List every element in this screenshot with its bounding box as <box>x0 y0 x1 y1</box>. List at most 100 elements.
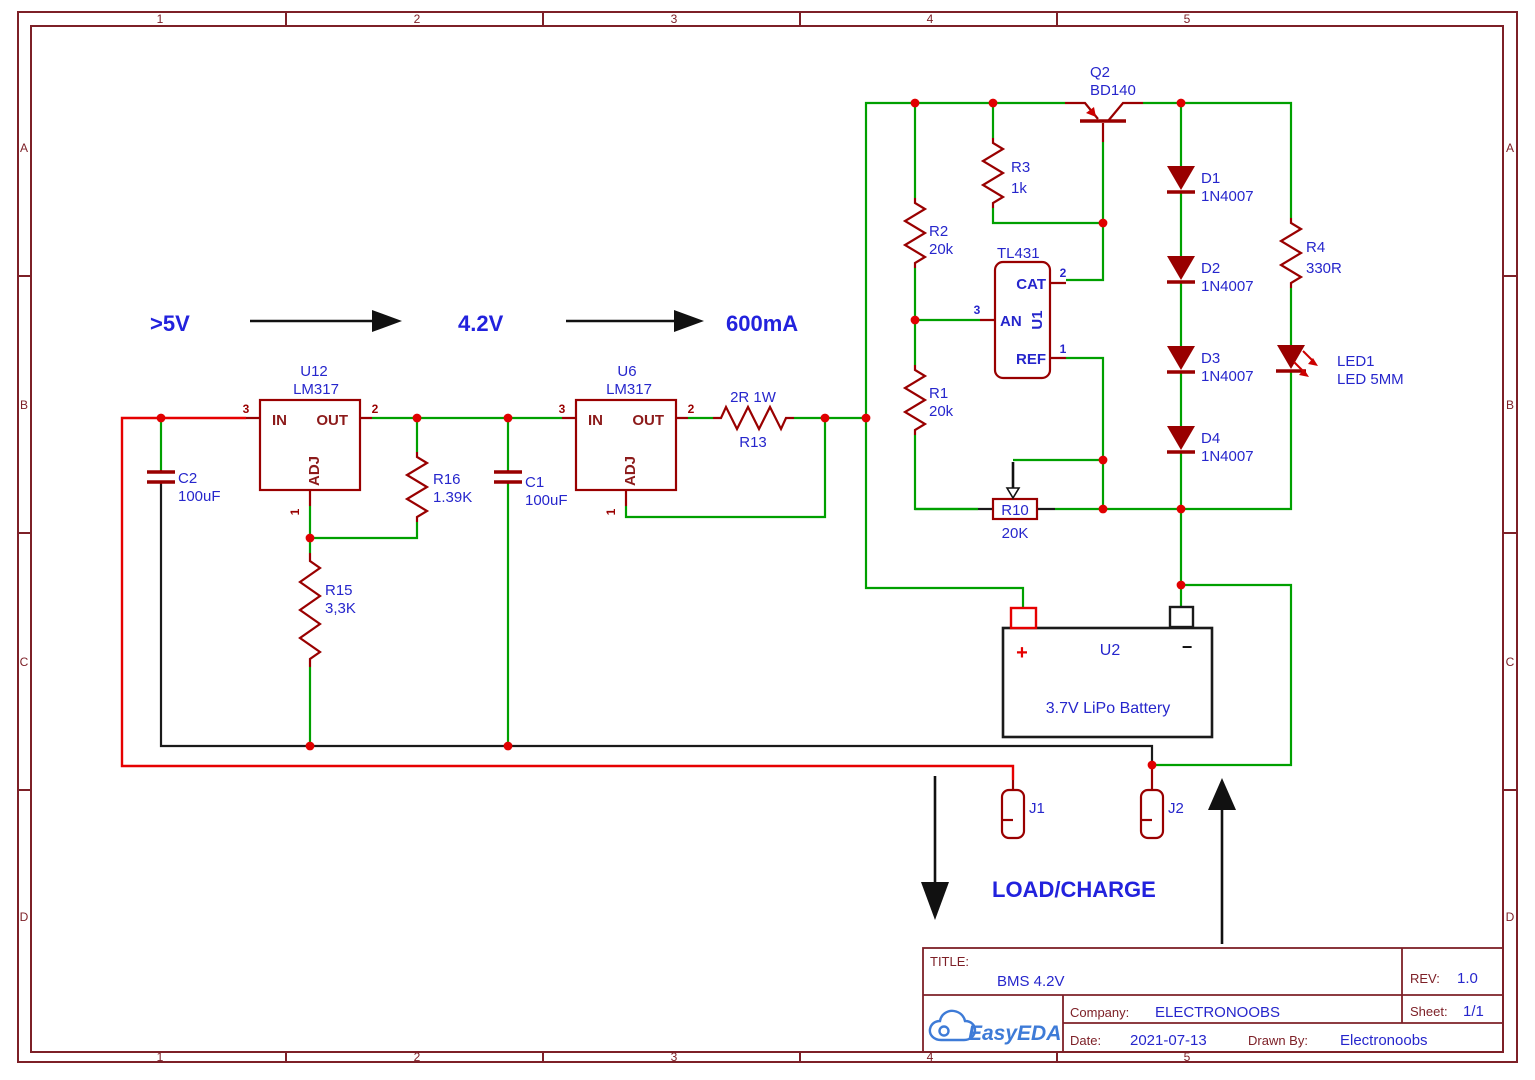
component-c1-capacitor[interactable]: C1 100uF <box>494 470 568 509</box>
q2-value: BD140 <box>1090 82 1136 99</box>
frame-col-label: 1 <box>157 12 164 26</box>
j1-ref: J1 <box>1029 800 1045 817</box>
j2-ref: J2 <box>1168 800 1184 817</box>
q2-ref: Q2 <box>1090 64 1110 81</box>
component-r15-resistor[interactable]: R15 3,3K <box>298 553 356 667</box>
frame-row-label: D <box>1506 910 1515 924</box>
u12-pin3: 3 <box>243 402 250 416</box>
wires <box>120 101 1293 780</box>
component-d4-diode[interactable]: D4 1N4007 <box>1167 426 1254 465</box>
u1-pin2: 2 <box>1060 266 1067 280</box>
junction-dots <box>156 98 1186 770</box>
load-arrow-down <box>921 776 949 920</box>
u2-ref: U2 <box>1100 642 1121 659</box>
title-label: TITLE: <box>930 954 969 969</box>
u1-value: TL431 <box>997 245 1040 262</box>
component-r16-resistor[interactable]: R16 1.39K <box>404 452 472 522</box>
charge-arrow-up <box>1208 778 1236 944</box>
u12-pin-out: OUT <box>316 412 348 429</box>
r4-value: 330R <box>1306 260 1342 277</box>
battery-minus-sign: − <box>1182 637 1193 657</box>
regulated-voltage-label: 4.2V <box>458 311 504 336</box>
easyeda-cloud-icon <box>928 1009 977 1042</box>
company-label: Company: <box>1070 1005 1129 1020</box>
u6-pin-out: OUT <box>632 412 664 429</box>
u6-value: LM317 <box>606 381 652 398</box>
component-j1-connector[interactable]: J1 <box>1000 780 1045 840</box>
component-q2-transistor[interactable]: Q2 BD140 <box>1065 64 1143 142</box>
led1-value: LED 5MM <box>1337 371 1404 388</box>
u12-pin-adj: ADJ <box>306 456 323 486</box>
c1-value: 100uF <box>525 492 568 509</box>
wire-r16 <box>310 418 419 540</box>
d4-ref: D4 <box>1201 430 1220 447</box>
component-j2-connector[interactable]: J2 <box>1139 766 1184 840</box>
current-limit-label: 600mA <box>726 311 798 336</box>
battery-negative-terminal <box>1168 605 1195 629</box>
component-d2-diode[interactable]: D2 1N4007 <box>1167 256 1254 295</box>
r13-ref: R13 <box>739 434 767 451</box>
drawn-by-value: Electronoobs <box>1340 1032 1428 1049</box>
sheet-title: BMS 4.2V <box>997 973 1065 990</box>
component-r4-resistor[interactable]: R4 330R <box>1278 218 1342 288</box>
easyeda-cloud-swirl <box>938 1025 950 1037</box>
sheet-label: Sheet: <box>1410 1004 1448 1019</box>
component-led1[interactable]: LED1 LED 5MM <box>1276 345 1404 388</box>
u2-value: 3.7V LiPo Battery <box>1046 700 1171 717</box>
r2-value: 20k <box>929 241 954 258</box>
component-u12-lm317[interactable]: U12 LM317 IN OUT ADJ 3 2 1 <box>243 363 379 515</box>
d2-value: 1N4007 <box>1201 278 1254 295</box>
component-r1-resistor[interactable]: R1 20k <box>902 365 954 435</box>
u12-ref: U12 <box>300 363 328 380</box>
rev-value: 1.0 <box>1457 970 1478 987</box>
r15-value: 3,3K <box>325 600 356 617</box>
wire-q2-base <box>1066 142 1105 282</box>
component-c2-capacitor[interactable]: C2 100uF <box>147 470 221 505</box>
r3-ref: R3 <box>1011 159 1030 176</box>
component-r3-resistor[interactable]: R3 1k <box>980 138 1030 208</box>
c1-ref: C1 <box>525 474 544 491</box>
d1-value: 1N4007 <box>1201 188 1254 205</box>
component-u1-tl431[interactable]: TL431 CAT AN REF U1 2 3 1 <box>974 245 1067 380</box>
component-u2-battery[interactable]: + U2 − 3.7V LiPo Battery <box>1001 605 1214 739</box>
u6-pin1: 1 <box>604 508 618 515</box>
component-u6-lm317[interactable]: U6 LM317 IN OUT ADJ 3 2 1 <box>559 363 695 515</box>
d2-ref: D2 <box>1201 260 1220 277</box>
frame-row-label: C <box>1506 655 1515 669</box>
d3-value: 1N4007 <box>1201 368 1254 385</box>
date-value: 2021-07-13 <box>1130 1032 1207 1049</box>
wire-rail-r10 <box>915 371 1293 511</box>
wire-u6-adj-feedback <box>624 418 827 519</box>
u12-pin1: 1 <box>288 508 302 515</box>
wire-neg-loop <box>1152 583 1293 767</box>
rev-label: REV: <box>1410 971 1440 986</box>
u1-pin-ref: REF <box>1016 351 1046 368</box>
u1-ref: U1 <box>1029 310 1046 329</box>
wire-r3 <box>991 103 1103 225</box>
flow-arrow-2 <box>566 310 704 332</box>
sheet-value: 1/1 <box>1463 1003 1484 1020</box>
sheet-frame: 1 2 3 4 5 1 2 3 4 5 A B C D A B C D <box>17 11 1518 1064</box>
led1-ref: LED1 <box>1337 353 1375 370</box>
frame-row-label: A <box>1506 141 1514 155</box>
component-r10-potentiometer[interactable]: R10 20K <box>978 462 1055 542</box>
component-r2-resistor[interactable]: R2 20k <box>902 198 954 268</box>
wiper-arrowhead <box>1005 487 1021 500</box>
u6-pin-in: IN <box>588 412 603 429</box>
wire-top-rail-right <box>1143 101 1293 218</box>
company-value: ELECTRONOOBS <box>1155 1004 1280 1021</box>
flow-arrow-1 <box>250 310 402 332</box>
r4-ref: R4 <box>1306 239 1325 256</box>
d4-value: 1N4007 <box>1201 448 1254 465</box>
load-charge-label: LOAD/CHARGE <box>992 877 1156 902</box>
u12-pin2: 2 <box>372 402 379 416</box>
component-d3-diode[interactable]: D3 1N4007 <box>1167 346 1254 385</box>
frame-col-label: 1 <box>157 1050 164 1064</box>
easyeda-logo-text: EasyEDA <box>968 1022 1061 1045</box>
frame-row-label: C <box>20 655 29 669</box>
component-d1-diode[interactable]: D1 1N4007 <box>1167 166 1254 205</box>
c2-ref: C2 <box>178 470 197 487</box>
component-r13-resistor[interactable]: 2R 1W R13 <box>713 389 794 451</box>
r10-ref: R10 <box>1001 502 1029 519</box>
